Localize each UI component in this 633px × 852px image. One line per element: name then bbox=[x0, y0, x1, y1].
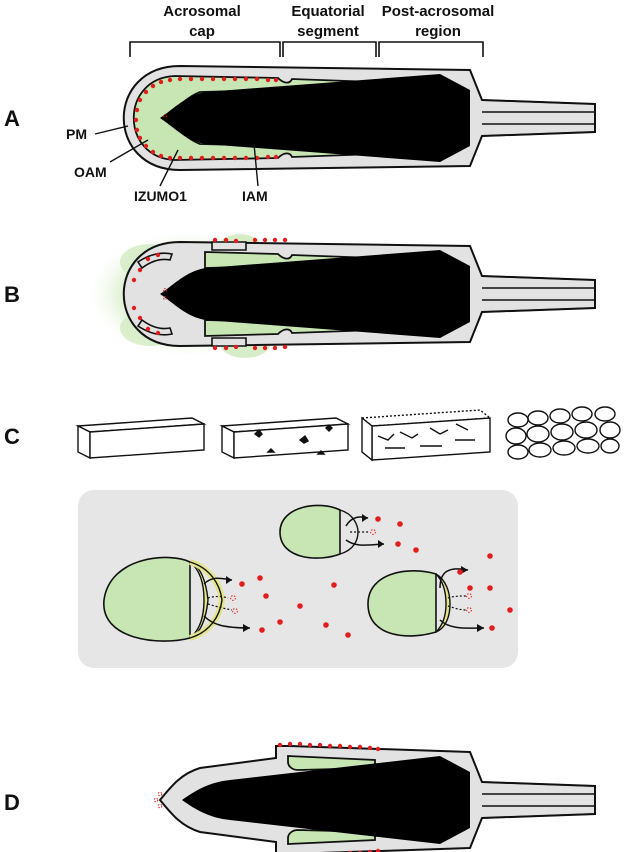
equatorial-segment-label-line1: Equatorial bbox=[291, 3, 364, 20]
vesicle-large bbox=[103, 556, 251, 642]
membrane-stage-nucleation bbox=[219, 417, 351, 460]
tail-lines-d bbox=[481, 781, 596, 819]
vesicle-medium-right bbox=[367, 566, 485, 637]
tail-lines bbox=[481, 99, 596, 137]
panel-c-membrane-stages bbox=[75, 406, 621, 462]
vesicle-small-top bbox=[279, 504, 385, 559]
panel-a-sperm bbox=[122, 64, 596, 172]
panel-d-letter: D bbox=[4, 790, 20, 815]
panel-c-vesicle-box bbox=[78, 490, 518, 668]
membrane-stage-vesiculation bbox=[505, 406, 621, 460]
nucleus-d bbox=[182, 756, 470, 844]
region-header: Acrosomal cap Equatorial segment Post-ac… bbox=[129, 3, 495, 57]
panel-b-sperm bbox=[90, 232, 596, 358]
nucleus-a bbox=[160, 74, 470, 162]
panel-c-letter: C bbox=[4, 424, 20, 449]
post-acrosomal-label-line2: region bbox=[415, 23, 461, 40]
pm-label: PM bbox=[66, 126, 87, 142]
nucleus-b bbox=[160, 250, 470, 338]
panel-a-letter: A bbox=[4, 106, 20, 131]
panel-d-sperm bbox=[158, 745, 596, 852]
membrane-stage-intact bbox=[75, 417, 207, 460]
acrosomal-cap-label-line2: cap bbox=[189, 23, 215, 40]
acrosomal-cap-label-line1: Acrosomal bbox=[163, 3, 241, 20]
panel-a-callouts: PM OAM IZUMO1 IAM bbox=[66, 125, 268, 204]
oam-label: OAM bbox=[74, 164, 107, 180]
equatorial-segment-label-line2: segment bbox=[297, 23, 359, 40]
membrane-stage-fusion bbox=[360, 409, 492, 462]
post-acrosomal-label-line1: Post-acrosomal bbox=[382, 3, 495, 20]
region-brackets bbox=[129, 41, 484, 57]
panel-b-letter: B bbox=[4, 282, 20, 307]
free-izumo1-dots bbox=[230, 516, 513, 638]
panel-a-izumo1-dots bbox=[133, 76, 279, 161]
izumo1-label: IZUMO1 bbox=[134, 188, 187, 204]
panel-b-izumo1-dots bbox=[131, 237, 288, 351]
iam-label: IAM bbox=[242, 188, 268, 204]
tail-lines-b bbox=[481, 275, 596, 313]
